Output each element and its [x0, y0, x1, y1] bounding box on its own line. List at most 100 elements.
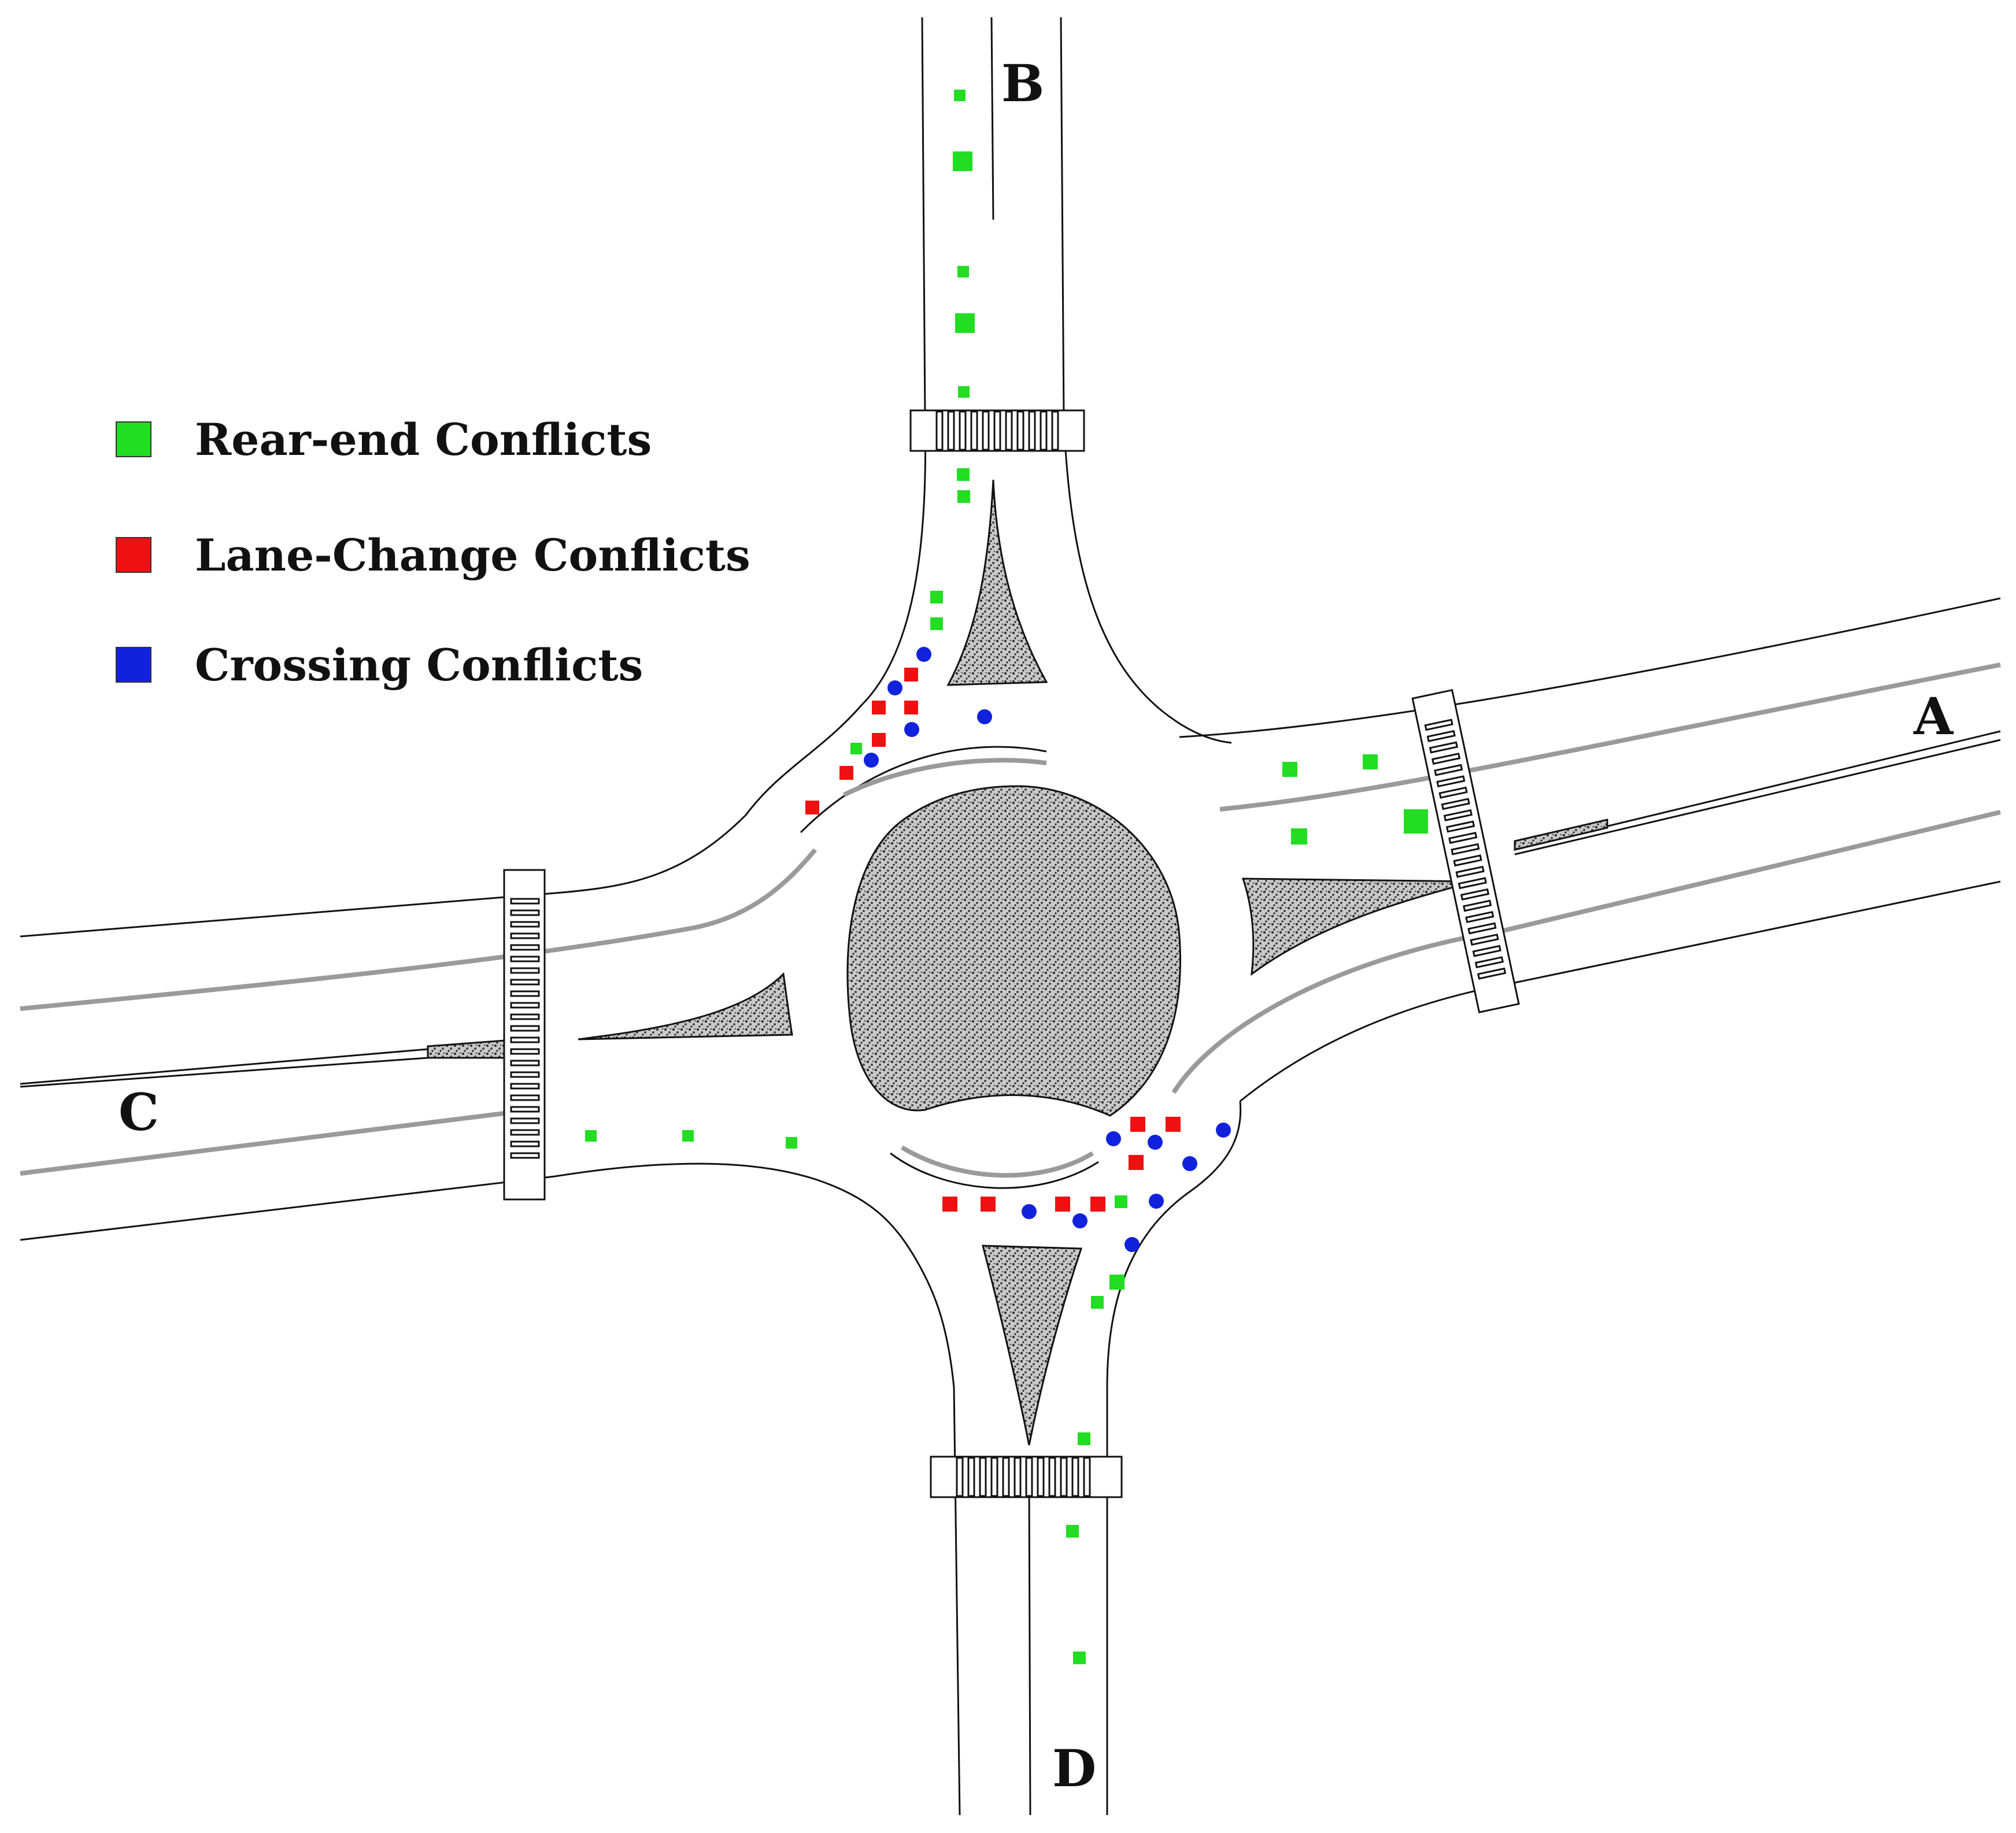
rear-end-marker	[930, 617, 943, 630]
rear-end-marker	[1091, 1296, 1104, 1309]
east-arm-median-2	[1514, 739, 2001, 856]
east-lower-lane-line	[1171, 810, 2001, 1094]
lane-change-marker	[872, 701, 886, 714]
legend-item-rear-end: Rear-end Conflicts	[116, 413, 652, 465]
east-crossing	[1411, 688, 1520, 1013]
islands	[427, 479, 1608, 1446]
legend-label-crossing: Crossing Conflicts	[195, 639, 643, 691]
lane-change-marker	[904, 701, 918, 714]
north-crossing	[909, 409, 1085, 452]
west-arm-median-2	[20, 1057, 428, 1088]
south-arm-right-edge	[1106, 1101, 1242, 1815]
crossing-marker	[1072, 1213, 1087, 1228]
east-upper-lane-line	[1219, 662, 2001, 812]
north-arm-median	[990, 17, 994, 220]
approach-label-d: D	[1052, 1738, 1096, 1798]
rear-end-marker	[953, 151, 972, 171]
crossing-marker	[1106, 1131, 1121, 1146]
west-splitter-island	[578, 972, 793, 1040]
north-splitter-island	[946, 479, 1048, 686]
rear-end-marker	[1282, 762, 1297, 777]
north-arm-left-edge	[554, 17, 927, 894]
south-inner-lane-line	[900, 1145, 1094, 1178]
rear-end-swatch	[116, 421, 151, 457]
circulatory-north-inner	[800, 746, 1047, 834]
rear-end-marker	[1066, 1525, 1079, 1538]
rear-end-marker	[1073, 1651, 1086, 1664]
west-crossing	[503, 869, 546, 1201]
west-arm-bottom-edge	[20, 1162, 961, 1816]
crossing-marker	[1216, 1123, 1231, 1138]
circulatory-south-inner	[890, 1152, 1099, 1189]
rear-end-marker	[1291, 828, 1307, 845]
lane-change-marker	[872, 733, 886, 747]
rear-end-marker	[1404, 809, 1428, 834]
approach-label-a: A	[1913, 686, 1954, 746]
west-arm-median-1	[20, 1048, 428, 1085]
south-crossing	[930, 1456, 1123, 1498]
rear-end-marker	[786, 1137, 797, 1149]
pedestrian-crossings	[503, 409, 1520, 1498]
crossing-marker	[1182, 1156, 1197, 1171]
crossing-marker	[1148, 1135, 1163, 1150]
crossing-marker	[1022, 1204, 1037, 1219]
crossing-marker	[864, 753, 879, 768]
approach-label-c: C	[119, 1082, 159, 1142]
north-arm-right-edge	[1060, 17, 1232, 744]
crossing-marker	[977, 709, 992, 724]
lane-change-swatch	[116, 537, 151, 573]
rear-end-marker	[930, 591, 943, 603]
legend-item-lane-change: Lane-Change Conflicts	[116, 529, 750, 581]
rear-end-marker	[1078, 1432, 1090, 1445]
rear-end-marker	[957, 468, 970, 481]
lane-lines	[20, 662, 2001, 1178]
west-lane-line	[20, 848, 818, 1011]
rear-end-marker	[585, 1130, 597, 1142]
rear-end-marker	[850, 743, 862, 754]
south-arm-median	[1028, 1479, 1031, 1816]
crossing-marker	[904, 722, 919, 737]
crossing-conflict-markers	[864, 647, 1231, 1252]
lane-change-marker	[942, 1197, 957, 1212]
east-arm-top-edge	[1179, 597, 2001, 738]
crossing-marker	[887, 680, 902, 695]
lane-change-marker	[1090, 1197, 1105, 1212]
west-arm-top-edge	[20, 892, 556, 938]
west-lower-lane-line	[20, 1110, 509, 1176]
lane-change-marker	[1166, 1117, 1181, 1132]
north-inner-lane-line	[843, 758, 1047, 797]
legend-item-crossing: Crossing Conflicts	[116, 639, 643, 691]
crossing-marker	[1124, 1237, 1140, 1252]
crossing-swatch	[116, 647, 151, 683]
rear-end-conflict-markers	[585, 90, 1428, 1664]
rear-end-marker	[955, 313, 975, 333]
lane-change-marker	[904, 668, 918, 682]
central-island	[846, 785, 1181, 1117]
east-taper	[1514, 819, 1608, 851]
legend: Rear-end Conflicts Lane-Change Conflicts…	[116, 413, 809, 714]
lane-change-marker	[1130, 1117, 1145, 1132]
crossing-marker	[1149, 1194, 1164, 1209]
approach-label-b: B	[1001, 53, 1044, 113]
approach-labels: B A C D	[119, 53, 1954, 1798]
rear-end-marker	[1363, 754, 1378, 769]
lane-change-marker	[805, 801, 819, 814]
east-splitter-island	[1241, 877, 1475, 976]
lane-change-marker	[1055, 1197, 1070, 1212]
lane-change-marker	[981, 1197, 996, 1212]
rear-end-marker	[682, 1130, 694, 1142]
lane-change-marker	[839, 766, 853, 780]
rear-end-marker	[958, 386, 970, 398]
lane-change-conflict-markers	[805, 668, 1181, 1212]
rear-end-marker	[957, 266, 969, 277]
rear-end-marker	[954, 90, 966, 101]
rear-end-marker	[957, 490, 970, 503]
legend-label-rear-end: Rear-end Conflicts	[195, 413, 652, 465]
south-splitter-island	[982, 1245, 1083, 1446]
legend-label-lane-change: Lane-Change Conflicts	[195, 529, 750, 581]
crossing-marker	[916, 647, 931, 662]
rear-end-marker	[1115, 1195, 1127, 1208]
lane-change-marker	[1129, 1155, 1144, 1170]
